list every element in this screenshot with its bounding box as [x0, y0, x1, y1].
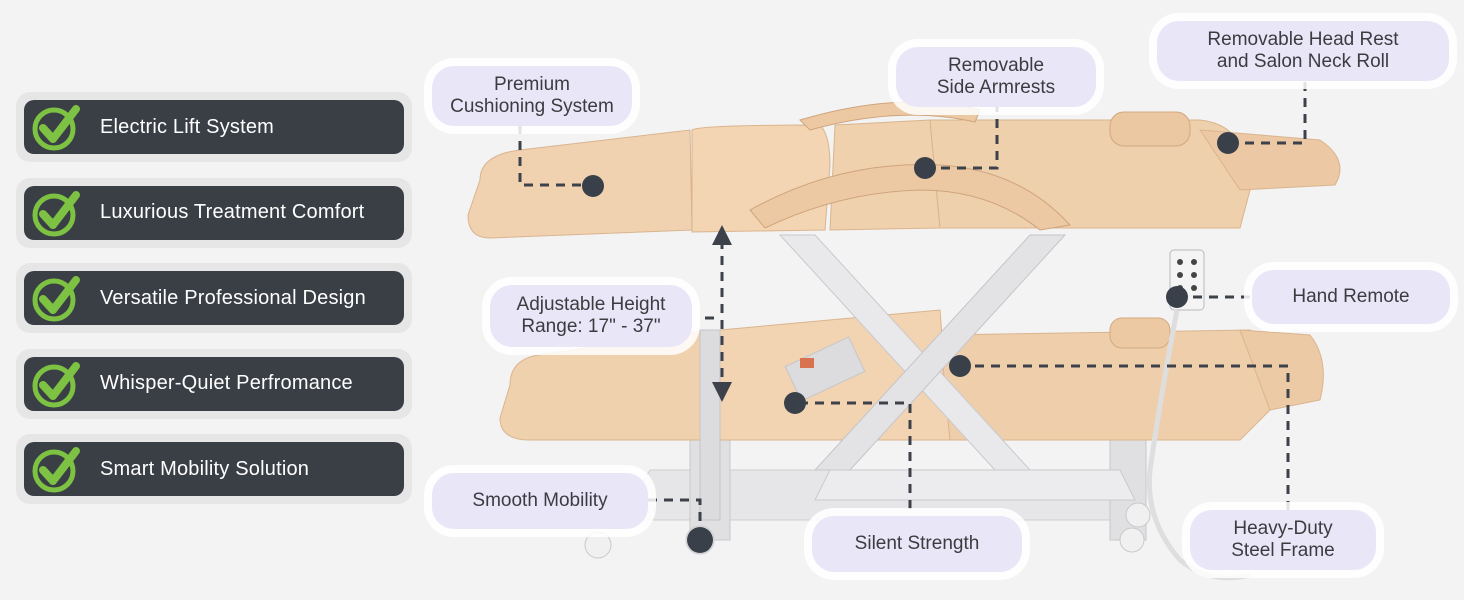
leader-lines — [518, 82, 1307, 540]
feature-item: Smart Mobility Solution — [16, 434, 412, 504]
feature-item: Luxurious Treatment Comfort — [16, 177, 412, 248]
checkmark-icon — [32, 190, 80, 236]
callout-hand-remote: Hand Remote — [1252, 270, 1450, 324]
treatment-table-illustration — [467, 82, 1341, 581]
feature-item: Whisper-Quiet Perfromance — [16, 348, 412, 419]
scissor-lift-frame — [685, 234, 1151, 555]
arrow-down-icon — [712, 382, 732, 402]
callout-line: Cushioning System — [450, 96, 614, 117]
callout-line: Hand Remote — [1292, 286, 1410, 307]
callout-line: Removable — [947, 55, 1045, 76]
callout-head-rest: Removable Head Rest and Salon Neck Roll — [1157, 21, 1449, 81]
callout-smooth-mobility: Smooth Mobility — [432, 473, 648, 529]
feature-item: Electric Lift System — [16, 92, 412, 162]
callout-line: Smooth Mobility — [472, 490, 608, 511]
callout-line: Silent Strength — [854, 533, 980, 554]
checkmark-icon — [32, 105, 80, 151]
feature-item: Versatile Professional Design — [16, 263, 412, 333]
feature-label: Luxurious Treatment Comfort — [100, 201, 365, 223]
callout-line: Heavy-Duty — [1233, 518, 1333, 539]
feature-label: Electric Lift System — [100, 115, 275, 138]
callout-line: Adjustable Height — [516, 294, 666, 315]
callout-silent-strength: Silent Strength — [812, 516, 1022, 572]
callout-line: Removable Head Rest — [1207, 29, 1399, 50]
checkmark-icon — [32, 361, 80, 407]
callout-side-armrests: Removable Side Armrests — [896, 47, 1096, 107]
callout-line: Premium — [493, 74, 570, 95]
marker-dots — [582, 132, 1239, 553]
callout-adjustable-height: Adjustable Height Range: 17" - 37" — [490, 285, 692, 347]
feature-label: Smart Mobility Solution — [100, 457, 310, 480]
callout-line: and Salon Neck Roll — [1216, 51, 1390, 72]
callout-line: Steel Frame — [1231, 540, 1335, 561]
arrow-up-icon — [712, 225, 732, 245]
checkmark-icon — [32, 276, 80, 322]
feature-label: Versatile Professional Design — [100, 286, 366, 309]
feature-list: Electric Lift System Luxurious Treatment… — [16, 92, 412, 520]
callout-steel-frame: Heavy-Duty Steel Frame — [1190, 510, 1376, 570]
product-diagram: Premium Cushioning System Removable Side… — [420, 0, 1464, 600]
checkmark-icon — [32, 447, 80, 493]
feature-label: Whisper-Quiet Perfromance — [100, 372, 353, 394]
callout-premium-cushioning: Premium Cushioning System — [432, 66, 632, 126]
callout-line: Side Armrests — [936, 77, 1056, 98]
callout-line: Range: 17" - 37" — [521, 316, 661, 337]
